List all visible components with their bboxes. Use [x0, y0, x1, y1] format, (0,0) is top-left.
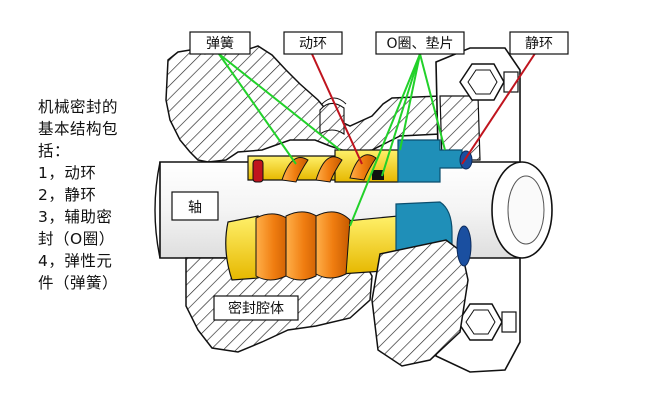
- label-shaft: 轴: [171, 191, 219, 221]
- description-line: 基本结构包: [38, 120, 119, 138]
- upper-bolt: [459, 63, 519, 101]
- label-rotating-ring-text: 动环: [299, 36, 327, 52]
- label-spring-text: 弹簧: [206, 36, 234, 52]
- description-line: 3，辅助密: [38, 208, 113, 226]
- leader-lines: [218, 51, 537, 227]
- lower-bolt: [457, 303, 517, 341]
- label-oring-gasket: O圈、垫片: [375, 31, 465, 55]
- description-line: 2，静环: [38, 186, 97, 204]
- label-stationary-ring-text: 静环: [525, 36, 553, 52]
- description-line: 括：: [38, 142, 71, 160]
- description-line: 件（弹簧）: [38, 274, 119, 292]
- lower-seal-section: [185, 201, 472, 367]
- label-stationary-ring: 静环: [509, 31, 569, 55]
- description-line: 机械密封的: [38, 98, 119, 116]
- description-line: 1，动环: [38, 164, 97, 182]
- description-line: 4，弹性元: [38, 252, 113, 270]
- label-shaft-text: 轴: [188, 200, 202, 216]
- description-line: 封（O圈）: [38, 230, 115, 248]
- label-oring-gasket-text: O圈、垫片: [386, 36, 453, 52]
- label-seal-cavity: 密封腔体: [213, 295, 299, 321]
- label-spring: 弹簧: [189, 31, 251, 55]
- label-seal-cavity-text: 密封腔体: [228, 300, 284, 317]
- label-rotating-ring: 动环: [283, 31, 343, 55]
- structure-description: 机械密封的 基本结构包 括： 1，动环 2，静环 3，辅助密 封（O圈） 4，弹…: [38, 96, 168, 294]
